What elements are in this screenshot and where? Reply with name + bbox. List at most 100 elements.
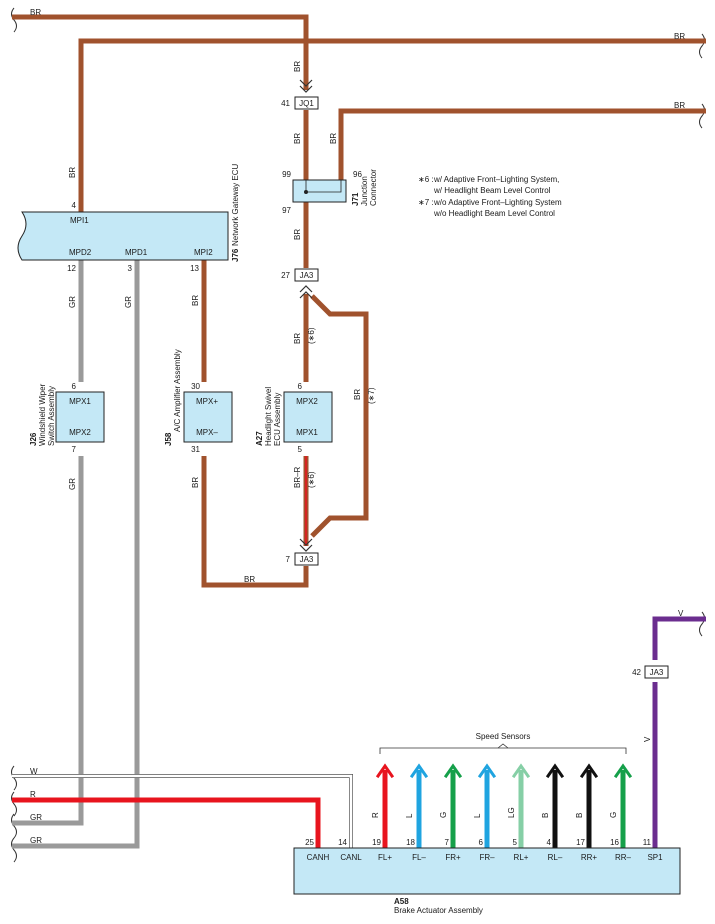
wire-label-br-v1: BR [293, 61, 302, 72]
arrow-up-icon [409, 763, 429, 779]
connector-ja3-mid-pin: 7 [286, 555, 291, 564]
wire-br-right2 [338, 108, 706, 182]
a58-pin-num-fr-plus: 7 [445, 838, 450, 847]
wire-label-br-right1: BR [674, 32, 685, 41]
arrow-up-icon [579, 763, 599, 779]
arrow-up-icon [613, 763, 633, 779]
wire-label-br-star7: BR [353, 389, 362, 400]
arrow-up-icon [477, 763, 497, 779]
j76-pin-4: 4 [72, 201, 77, 210]
j76-pin-3: 3 [128, 264, 133, 273]
j76-pin-13: 13 [190, 264, 199, 273]
a58-pin-name-canl: CANL [340, 853, 362, 862]
junction-dot-icon [304, 190, 308, 194]
wire-label-star6-top: (∗6) [307, 327, 316, 344]
sensor-wire-rr-plus [579, 763, 599, 848]
break-mark-v [699, 611, 705, 637]
arrow-up-icon [375, 763, 395, 779]
j76-mpd2: MPD2 [69, 248, 92, 257]
a27-pin-5: 5 [298, 445, 303, 454]
a58-pin-num-fl-minus: 18 [406, 838, 415, 847]
connector-ja3-mid: JA3 7 [286, 538, 319, 566]
sensor-wire-label-rr-minus: G [609, 812, 618, 818]
wire-label-v-sp1: V [643, 736, 652, 742]
connector-jq1-label: JQ1 [299, 99, 314, 108]
a58-pin-name-rr-plus: RR+ [581, 853, 598, 862]
j26-pin-7: 7 [72, 445, 77, 454]
j71-name-line1: Junction [360, 176, 369, 206]
arrow-up-icon [545, 763, 565, 779]
sensor-wire-label-rl-minus: B [541, 813, 550, 818]
j76-name: Network Gateway ECU [231, 164, 240, 246]
note-7-line2: w/o Headlight Beam Level Control [433, 209, 555, 218]
j58-mpx-plus: MPX+ [196, 397, 218, 406]
a58-pin-num-fr-minus: 6 [479, 838, 484, 847]
wire-label-gr1: GR [30, 813, 42, 822]
a58-pin-num-rr-plus: 17 [576, 838, 585, 847]
sensor-wire-fl-minus [409, 763, 429, 848]
wire-label-gr-j26: GR [68, 478, 77, 490]
wire-gr-mpd1 [12, 260, 140, 849]
sensor-wire-rr-minus [613, 763, 633, 848]
component-j58: MPX+ MPX– 30 31 J58 A/C Amplifier Assemb… [164, 349, 233, 454]
wire-label-br-v2: BR [293, 133, 302, 144]
wire-label-br-v5: BR [293, 333, 302, 344]
wire-label-gr2: GR [30, 836, 42, 845]
j76-mpi2: MPI2 [194, 248, 213, 257]
j26-mpx1: MPX1 [69, 397, 91, 406]
wire-label-br-j58: BR [191, 477, 200, 488]
a27-code: A27 [255, 431, 264, 446]
a58-pin-num-rl-minus: 4 [547, 838, 552, 847]
wire-br-mpx-bottom [201, 456, 309, 588]
speed-sensors-bracket [379, 747, 627, 754]
a58-pin-num-canl: 14 [338, 838, 347, 847]
wire-label-br-v3: BR [329, 133, 338, 144]
connector-ja3-right: JA3 42 [632, 665, 669, 679]
wire-labels: BR BR BR BR BR BR BR BR BR (∗6) BR (∗7) … [30, 8, 685, 845]
connector-ja3-right-pin: 42 [632, 668, 641, 677]
a58-pin-name-rl-plus: RL+ [514, 853, 529, 862]
component-a27: MPX2 MPX1 6 5 A27 Headlight Swivel ECU A… [255, 382, 333, 454]
j76-mpd1: MPD1 [125, 248, 148, 257]
a58-name: Brake Actuator Assembly [394, 906, 483, 915]
j71-code: J71 [351, 192, 360, 206]
wire-r-canh [12, 797, 321, 848]
wire-gr-mpx2 [12, 456, 84, 826]
wire-label-w: W [30, 767, 38, 776]
sensor-wire-fl-plus [375, 763, 395, 848]
note-6-line1: w/ Adaptive Front–Lighting System, [433, 175, 559, 184]
wire-label-r: R [30, 790, 36, 799]
notes-legend: ∗6 : w/ Adaptive Front–Lighting System, … [418, 175, 562, 218]
component-a58: CANH25CANL14FL+19FL–18FR+7FR–6RL+5RL–4RR… [293, 838, 681, 915]
j26-code: J26 [29, 432, 38, 446]
wire-label-br-right2: BR [674, 101, 685, 110]
wire-label-br-mpi1: BR [68, 167, 77, 178]
a58-pin-name-canh: CANH [307, 853, 330, 862]
component-j71: 99 96 97 J71 Junction Connector [282, 169, 378, 215]
a27-mpx2: MPX2 [296, 397, 318, 406]
connector-ja3-right-label: JA3 [650, 668, 664, 677]
wire-br-star7 [310, 294, 369, 538]
j71-pin-97: 97 [282, 206, 291, 215]
a58-pin-num-canh: 25 [305, 838, 314, 847]
sensor-wire-label-fr-plus: G [439, 812, 448, 818]
sensor-wire-rl-minus [545, 763, 565, 848]
arrow-up-icon [443, 763, 463, 779]
wire-label-br-top: BR [30, 8, 41, 17]
wire-label-br-r: BR–R [293, 466, 302, 488]
wire-label-v-top: V [678, 609, 684, 618]
wire-label-br-bottom: BR [244, 575, 255, 584]
j76-pin-12: 12 [67, 264, 76, 273]
wire-label-br-mpi2: BR [191, 295, 200, 306]
speed-sensors-bracket-peak [497, 743, 509, 749]
wire-label-star6-bottom: (∗6) [307, 471, 316, 488]
a58-pin-num-rl-plus: 5 [513, 838, 518, 847]
wire-br-r [302, 456, 310, 546]
arrow-up-icon [511, 763, 531, 779]
speed-sensor-arrows [375, 763, 633, 848]
j58-pin-30: 30 [191, 382, 200, 391]
a58-pin-list: CANH25CANL14FL+19FL–18FR+7FR–6RL+5RL–4RR… [305, 838, 663, 862]
break-mark-gr1 [11, 813, 17, 839]
a58-pin-name-fr-plus: FR+ [445, 853, 461, 862]
